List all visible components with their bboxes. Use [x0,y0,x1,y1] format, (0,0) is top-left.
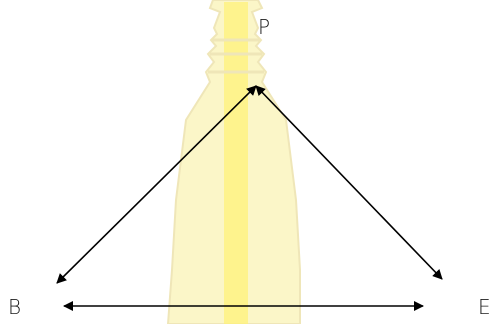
node-label-right: E [478,295,491,319]
diagram-edges [56,85,443,311]
watermark-tower-core [224,2,248,324]
edge-top-right [255,85,443,280]
watermark-tower [166,0,301,324]
edge-top-left [56,85,257,284]
diagram-labels: P B E [8,15,491,319]
node-label-top: P [258,15,270,39]
watermark-tower-bands [208,38,264,74]
node-label-left: B [8,295,21,319]
